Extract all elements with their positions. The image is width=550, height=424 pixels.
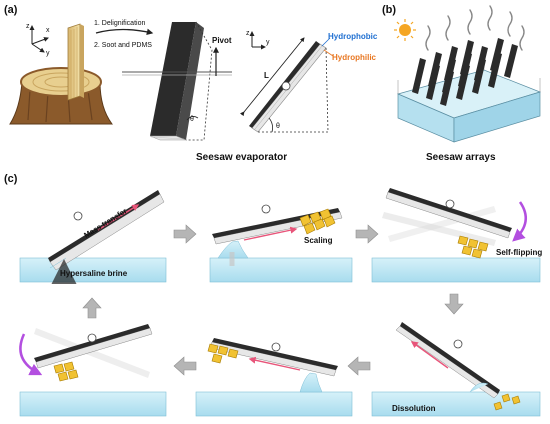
flow-arrows bbox=[82, 224, 464, 376]
dissolving-crystals-icon bbox=[493, 393, 521, 411]
step-mass-transfer bbox=[19, 190, 167, 284]
step-2-label: 2. Soot and PDMS bbox=[94, 42, 152, 49]
salt-crystals-icon bbox=[53, 361, 79, 382]
step-flip-back bbox=[19, 324, 167, 417]
hydrophilic-label: Hydrophilic bbox=[332, 53, 377, 62]
panel-a-label: (a) bbox=[4, 4, 18, 16]
water-tank bbox=[396, 56, 542, 143]
axis-z-label: z bbox=[26, 23, 30, 30]
length-label: L bbox=[264, 71, 269, 80]
pivot-circle-icon bbox=[271, 342, 281, 352]
panel-b: (b) bbox=[382, 4, 542, 163]
process-arrow-icon bbox=[95, 28, 154, 35]
axis-z-2d-label: z bbox=[246, 30, 250, 37]
flow-arrow-up-icon bbox=[82, 297, 102, 319]
axes-3d-icon bbox=[29, 25, 49, 53]
seesaw-evaporator-caption: Seesaw evaporator bbox=[196, 152, 287, 163]
panel-c: (c) Mass transfer Hypersaline brine bbox=[4, 173, 542, 417]
mass-transfer-arrow-icon bbox=[97, 204, 140, 231]
flow-arrow-right-1-icon bbox=[173, 224, 197, 244]
pivot-circle-icon bbox=[87, 333, 97, 343]
flow-arrow-down-icon bbox=[444, 293, 464, 315]
salt-crystals-icon bbox=[207, 343, 239, 364]
step-dissolution bbox=[371, 322, 541, 417]
step-scaling bbox=[209, 204, 353, 283]
wood-slab-icon bbox=[67, 23, 84, 101]
axes-2d-icon bbox=[249, 31, 266, 50]
sun-icon bbox=[394, 19, 416, 41]
panel-b-label: (b) bbox=[382, 4, 396, 16]
self-flipping-arrow-icon bbox=[512, 201, 527, 242]
step-1-label: 1. Delignification bbox=[94, 20, 145, 27]
pivot-circle-icon bbox=[73, 211, 83, 221]
pivot-circle-icon bbox=[261, 204, 271, 214]
pivot-label: Pivot bbox=[212, 36, 232, 45]
vapor-icon bbox=[425, 5, 525, 51]
seesaw-array-icon bbox=[412, 38, 518, 106]
panel-a: (a) z x y 1. Delignification 2. bbox=[4, 4, 378, 163]
salt-crystals-icon bbox=[457, 235, 489, 259]
hypersaline-brine-label: Hypersaline brine bbox=[60, 269, 128, 278]
self-flipping-label: Self-flipping bbox=[496, 248, 542, 257]
flow-arrow-left-2-icon bbox=[173, 356, 197, 376]
seesaw-arrays-caption: Seesaw arrays bbox=[426, 152, 496, 163]
flip-back-arrow-icon bbox=[19, 333, 43, 376]
dissolution-label: Dissolution bbox=[392, 404, 436, 413]
tree-stump-icon bbox=[9, 67, 113, 125]
pivot-circle-icon bbox=[445, 199, 455, 209]
axis-x-label: x bbox=[46, 27, 50, 34]
axis-y-2d-label: y bbox=[266, 39, 270, 46]
theta-label-3d: θ bbox=[190, 116, 194, 123]
step-self-flipping bbox=[371, 188, 541, 283]
step-reverse-transfer bbox=[195, 338, 353, 417]
panel-c-label: (c) bbox=[4, 173, 18, 185]
salt-crystals-icon bbox=[299, 208, 336, 235]
seesaw-evaporator-3d bbox=[122, 21, 232, 141]
seesaw-cross-section bbox=[239, 37, 334, 133]
theta-label-2d: θ bbox=[276, 123, 280, 130]
pivot-circle-icon bbox=[281, 81, 291, 91]
hydrophobic-label: Hydrophobic bbox=[328, 32, 378, 41]
pivot-circle-icon bbox=[453, 339, 463, 349]
axis-y-label: y bbox=[46, 50, 50, 57]
flow-arrow-left-1-icon bbox=[347, 356, 371, 376]
flow-arrow-right-2-icon bbox=[355, 224, 379, 244]
scaling-label: Scaling bbox=[304, 236, 333, 245]
